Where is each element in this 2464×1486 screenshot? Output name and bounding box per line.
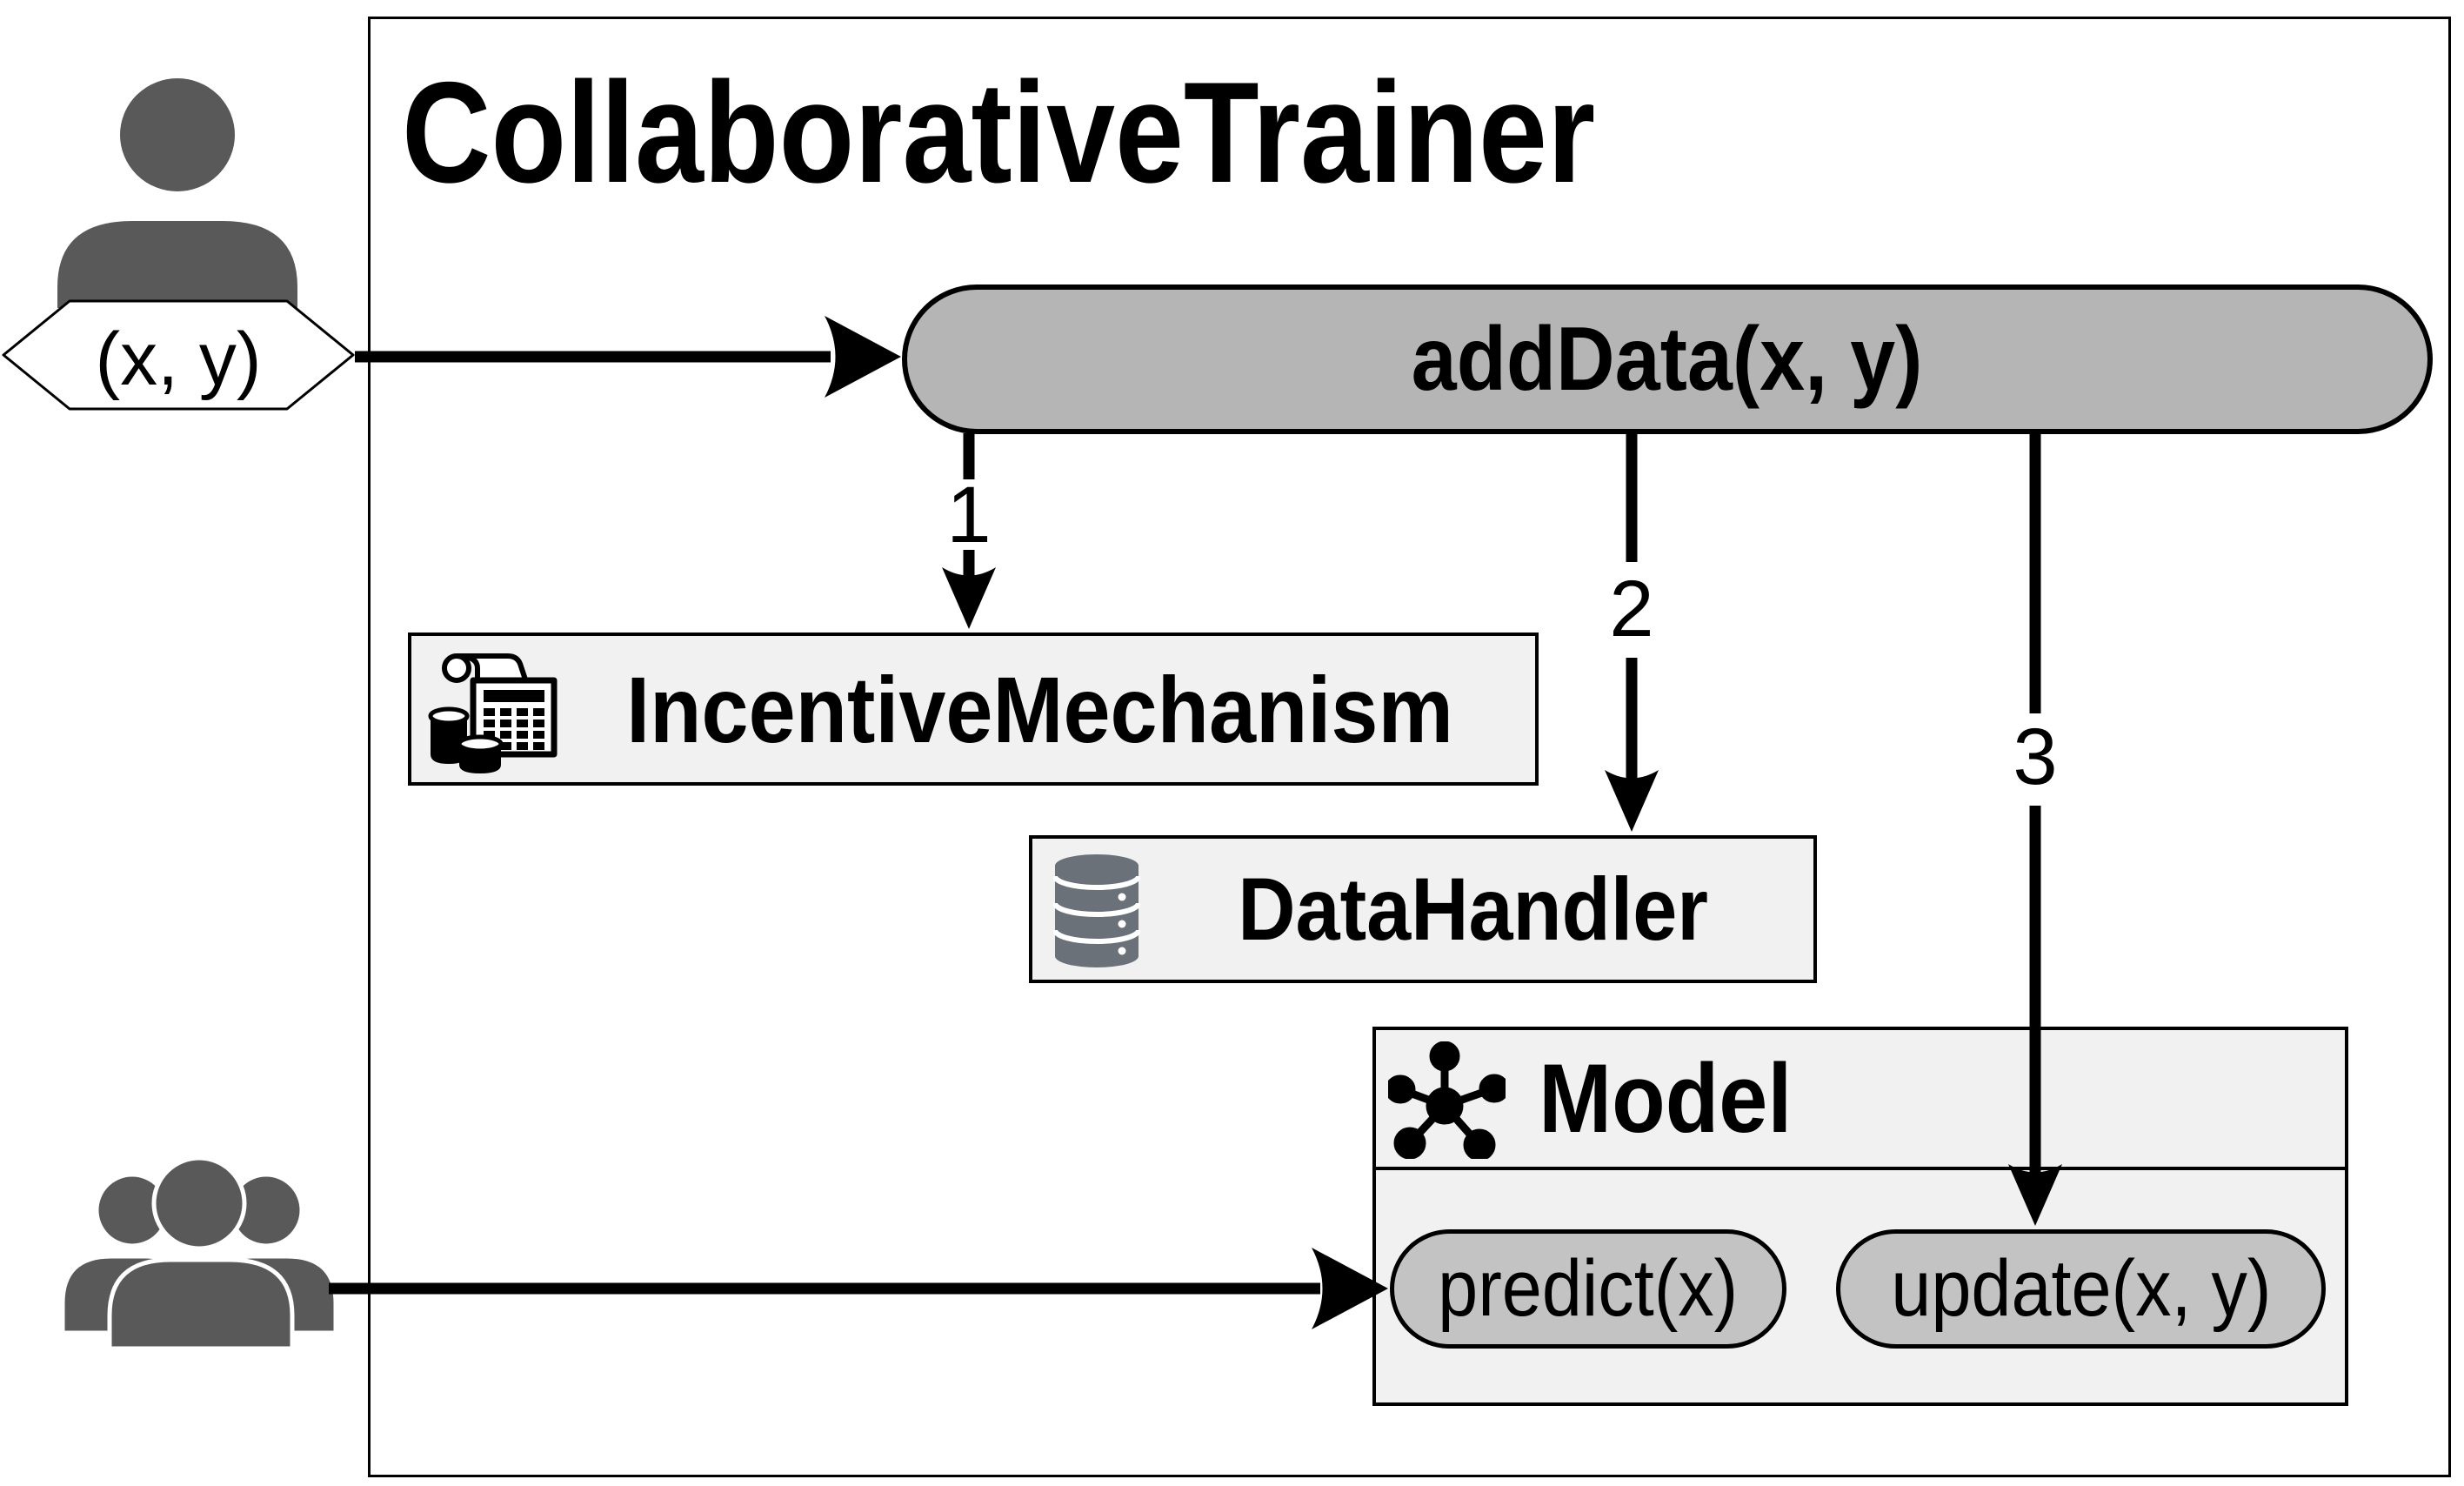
users-group-icon	[60, 1155, 338, 1351]
page-title: CollaborativeTrainer	[402, 57, 1790, 208]
data-handler-box: DataHandler	[1029, 835, 1817, 983]
predict-label: predict(x)	[1438, 1244, 1739, 1333]
step-3-label: 3	[2013, 713, 2058, 801]
model-box: Model predict(x) update(x, y)	[1372, 1027, 2348, 1406]
update-pill: update(x, y)	[1836, 1229, 2326, 1349]
network-model-icon	[1388, 1041, 1506, 1159]
step-2-label: 2	[1609, 565, 1654, 653]
database-icon	[1053, 854, 1140, 967]
step-1-label: 1	[946, 471, 992, 559]
model-label: Model	[1539, 1044, 1793, 1153]
data-handler-label: DataHandler	[1238, 859, 1708, 959]
incentive-mechanism-label: IncentiveMechanism	[626, 656, 1453, 762]
model-header: Model	[1376, 1030, 2345, 1170]
page-title-text: CollaborativeTrainer	[402, 52, 1596, 212]
add-data-label: addData(x, y)	[1412, 308, 1923, 410]
user-icon	[54, 75, 301, 311]
add-data-pill: addData(x, y)	[902, 284, 2433, 434]
incentive-mechanism-box: IncentiveMechanism	[408, 633, 1539, 786]
update-label: update(x, y)	[1890, 1244, 2272, 1333]
calculator-coins-icon	[428, 653, 558, 773]
input-badge-label: (x, y)	[95, 318, 262, 401]
predict-pill: predict(x)	[1390, 1229, 1786, 1349]
